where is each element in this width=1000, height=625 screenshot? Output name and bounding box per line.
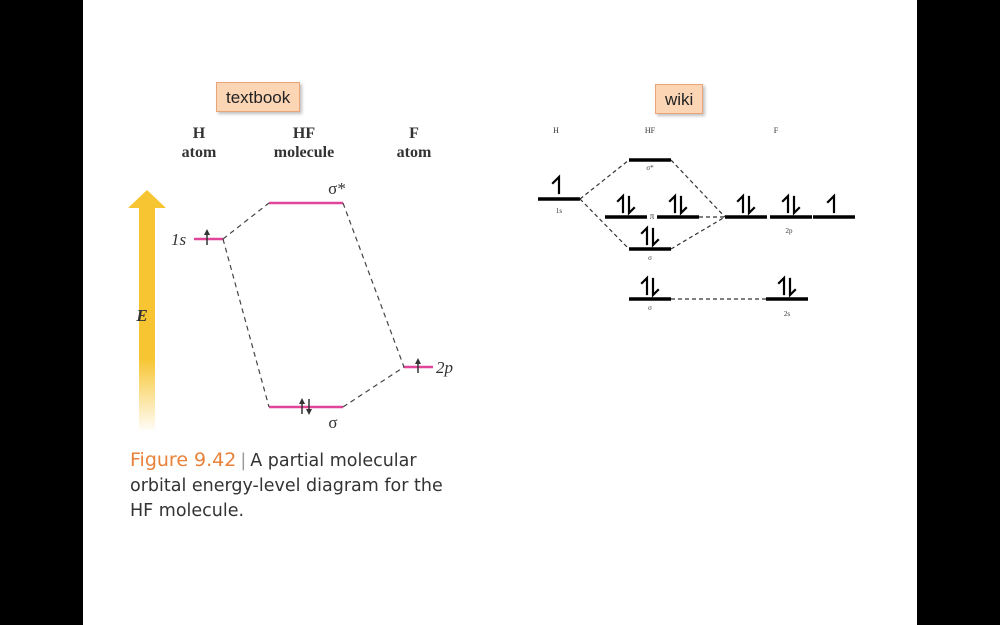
figure-caption: Figure 9.42|A partial molecular orbital … xyxy=(130,449,443,521)
h-1s-electron-up xyxy=(204,229,210,245)
wiki-h-1s-label: 1s xyxy=(556,207,563,215)
wiki-sigma-2s-pair xyxy=(640,275,660,298)
wiki-pi-label: π xyxy=(650,211,655,221)
wiki-f-2s-pair xyxy=(777,275,797,298)
wiki-h-header: H xyxy=(553,126,559,135)
orbital-diagrams: E 1s σ* σ 2p xyxy=(128,126,855,432)
wiki-f-2p-label: 2p xyxy=(786,227,794,235)
wiki-sigma-lower-label: σ xyxy=(648,304,652,312)
sigma-star-label: σ* xyxy=(328,179,346,198)
wiki-pi-2-pair xyxy=(668,193,688,216)
wiki-f-2p-3-electron xyxy=(826,193,836,214)
wiki-f-2p-1-pair xyxy=(736,193,756,216)
h-1s-label: 1s xyxy=(171,230,187,249)
energy-arrow xyxy=(128,190,166,430)
figure-number: Figure 9.42 xyxy=(130,449,237,471)
wiki-f-2p-2-pair xyxy=(781,193,801,216)
wiki-levels xyxy=(538,158,855,301)
wiki-f-2s-label: 2s xyxy=(784,310,791,318)
wiki-sigma-pair xyxy=(640,225,660,248)
wiki-tag: wiki xyxy=(655,84,704,114)
wiki-sigma-upper-label: σ xyxy=(648,254,652,262)
wiki-electrons xyxy=(551,174,836,298)
sigma-label: σ xyxy=(328,413,337,432)
caption-text: A partial molecular orbital energy-level… xyxy=(130,451,443,521)
f-2p-electron-up xyxy=(415,358,421,373)
f-2p-label: 2p xyxy=(436,358,453,377)
textbook-tag: textbook xyxy=(216,82,301,112)
wiki-sigma-star-label: σ* xyxy=(646,164,654,172)
wiki-hf-header: HF xyxy=(645,126,656,135)
energy-label: E xyxy=(135,306,147,325)
textbook-connectors xyxy=(222,202,405,408)
wiki-connectors xyxy=(579,159,766,300)
wiki-f-header: F xyxy=(774,126,779,135)
sigma-electron-pair xyxy=(299,398,312,415)
wiki-h-1s-electron xyxy=(551,174,561,195)
wiki-pi-1-pair xyxy=(616,193,636,216)
